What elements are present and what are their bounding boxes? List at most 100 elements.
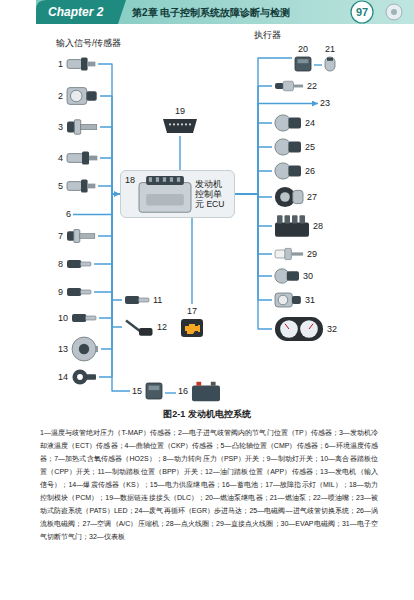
header-title: 第2章 电子控制系统故障诊断与检测 xyxy=(132,6,290,20)
callout-number: 20 xyxy=(298,44,308,55)
component: 13 xyxy=(56,334,101,364)
callout-number: 13 xyxy=(58,344,68,355)
knock-icon xyxy=(71,368,97,386)
callout-number: 3 xyxy=(58,122,63,133)
coil-icon xyxy=(274,214,310,238)
component: 29 xyxy=(272,244,319,264)
component: 19 xyxy=(160,104,200,136)
callout-number: 24 xyxy=(305,118,315,129)
sensor-icon xyxy=(66,54,96,74)
switch-icon xyxy=(124,290,150,310)
component: 4 xyxy=(56,146,100,170)
component: 20 xyxy=(292,42,314,74)
component: 15 xyxy=(130,380,165,402)
callout-number: 22 xyxy=(307,81,317,92)
component: 14 xyxy=(56,366,99,388)
callout-number: 28 xyxy=(313,221,323,232)
component: 24 xyxy=(272,112,317,134)
wire xyxy=(94,194,120,264)
valve-icon xyxy=(274,268,300,284)
ecu-icon xyxy=(138,175,192,213)
callout-number: 27 xyxy=(307,192,317,203)
wire xyxy=(235,86,272,194)
header-tab xyxy=(36,0,126,24)
callout-number: 16 xyxy=(178,386,188,397)
pedal-icon xyxy=(124,316,154,338)
callout-number: 26 xyxy=(305,166,315,177)
wire xyxy=(191,218,192,304)
component: 10 xyxy=(56,306,99,330)
relay-icon xyxy=(145,382,163,400)
callout-number: 8 xyxy=(58,259,63,270)
callout-number: 10 xyxy=(58,313,68,324)
component: 23 xyxy=(318,96,332,111)
injector-icon xyxy=(274,80,304,92)
switch-icon xyxy=(66,254,92,274)
component: 17 xyxy=(178,304,206,340)
callout-number: 32 xyxy=(327,324,337,335)
wire xyxy=(235,58,292,194)
component: 21 xyxy=(322,42,338,74)
valve-icon xyxy=(274,138,302,156)
component: 7 xyxy=(56,226,98,246)
dlc-icon xyxy=(162,118,198,134)
wire xyxy=(100,127,120,194)
callout-number: 6 xyxy=(66,209,71,220)
wire xyxy=(235,123,272,194)
wire xyxy=(98,64,120,194)
wire xyxy=(235,194,272,276)
probe-icon xyxy=(66,228,96,244)
wire xyxy=(165,392,176,393)
throttle-icon xyxy=(66,84,98,108)
valve-icon xyxy=(274,162,302,180)
header-bar xyxy=(36,0,414,24)
component: 32 xyxy=(272,314,339,344)
wire xyxy=(100,158,120,194)
switch-icon xyxy=(66,282,92,302)
throttle-icon xyxy=(274,290,302,310)
cluster-icon xyxy=(274,316,324,342)
callout-number: 2 xyxy=(58,91,63,102)
switch-icon xyxy=(71,308,97,328)
component: 26 xyxy=(272,160,317,182)
callout-number: 7 xyxy=(58,231,63,242)
component: 6 xyxy=(64,207,73,222)
wire xyxy=(179,136,180,170)
wire xyxy=(235,194,272,254)
callout-number: 17 xyxy=(187,306,197,317)
column-heading: 输入信号/传感器 xyxy=(56,38,121,50)
component: 8 xyxy=(56,252,94,276)
relay-icon xyxy=(294,56,312,72)
component: 28 xyxy=(272,212,325,240)
callout-number: 19 xyxy=(175,106,185,117)
header-chapter: Chapter 2 xyxy=(48,5,103,19)
callout-number: 1 xyxy=(58,59,63,70)
wire xyxy=(98,186,120,194)
wire xyxy=(94,194,120,292)
callout-number: 29 xyxy=(307,249,317,260)
wire xyxy=(112,194,130,391)
component: 12 xyxy=(122,314,169,340)
callout-number: 23 xyxy=(320,98,330,109)
component: 16 xyxy=(176,378,223,404)
component: 27 xyxy=(272,184,319,210)
callout-number: 30 xyxy=(303,271,313,282)
compressor-icon xyxy=(274,186,304,208)
page-number: 97 xyxy=(350,6,374,18)
callout-number: 15 xyxy=(132,386,142,397)
alt-icon xyxy=(71,336,99,362)
wire xyxy=(101,194,120,349)
component: 1 xyxy=(56,52,98,76)
callout-number: 4 xyxy=(58,153,63,164)
mil-icon xyxy=(180,318,204,338)
header-ornament xyxy=(391,9,397,15)
battery-icon xyxy=(191,380,221,402)
component: 25 xyxy=(272,136,317,158)
figure-caption: 图2-1 发动机电控系统 xyxy=(107,408,307,421)
component: 5 xyxy=(56,174,98,198)
wire xyxy=(98,194,120,236)
wire xyxy=(235,171,272,194)
callout-number: 14 xyxy=(58,372,68,383)
wire xyxy=(235,194,272,300)
wire xyxy=(314,64,322,65)
